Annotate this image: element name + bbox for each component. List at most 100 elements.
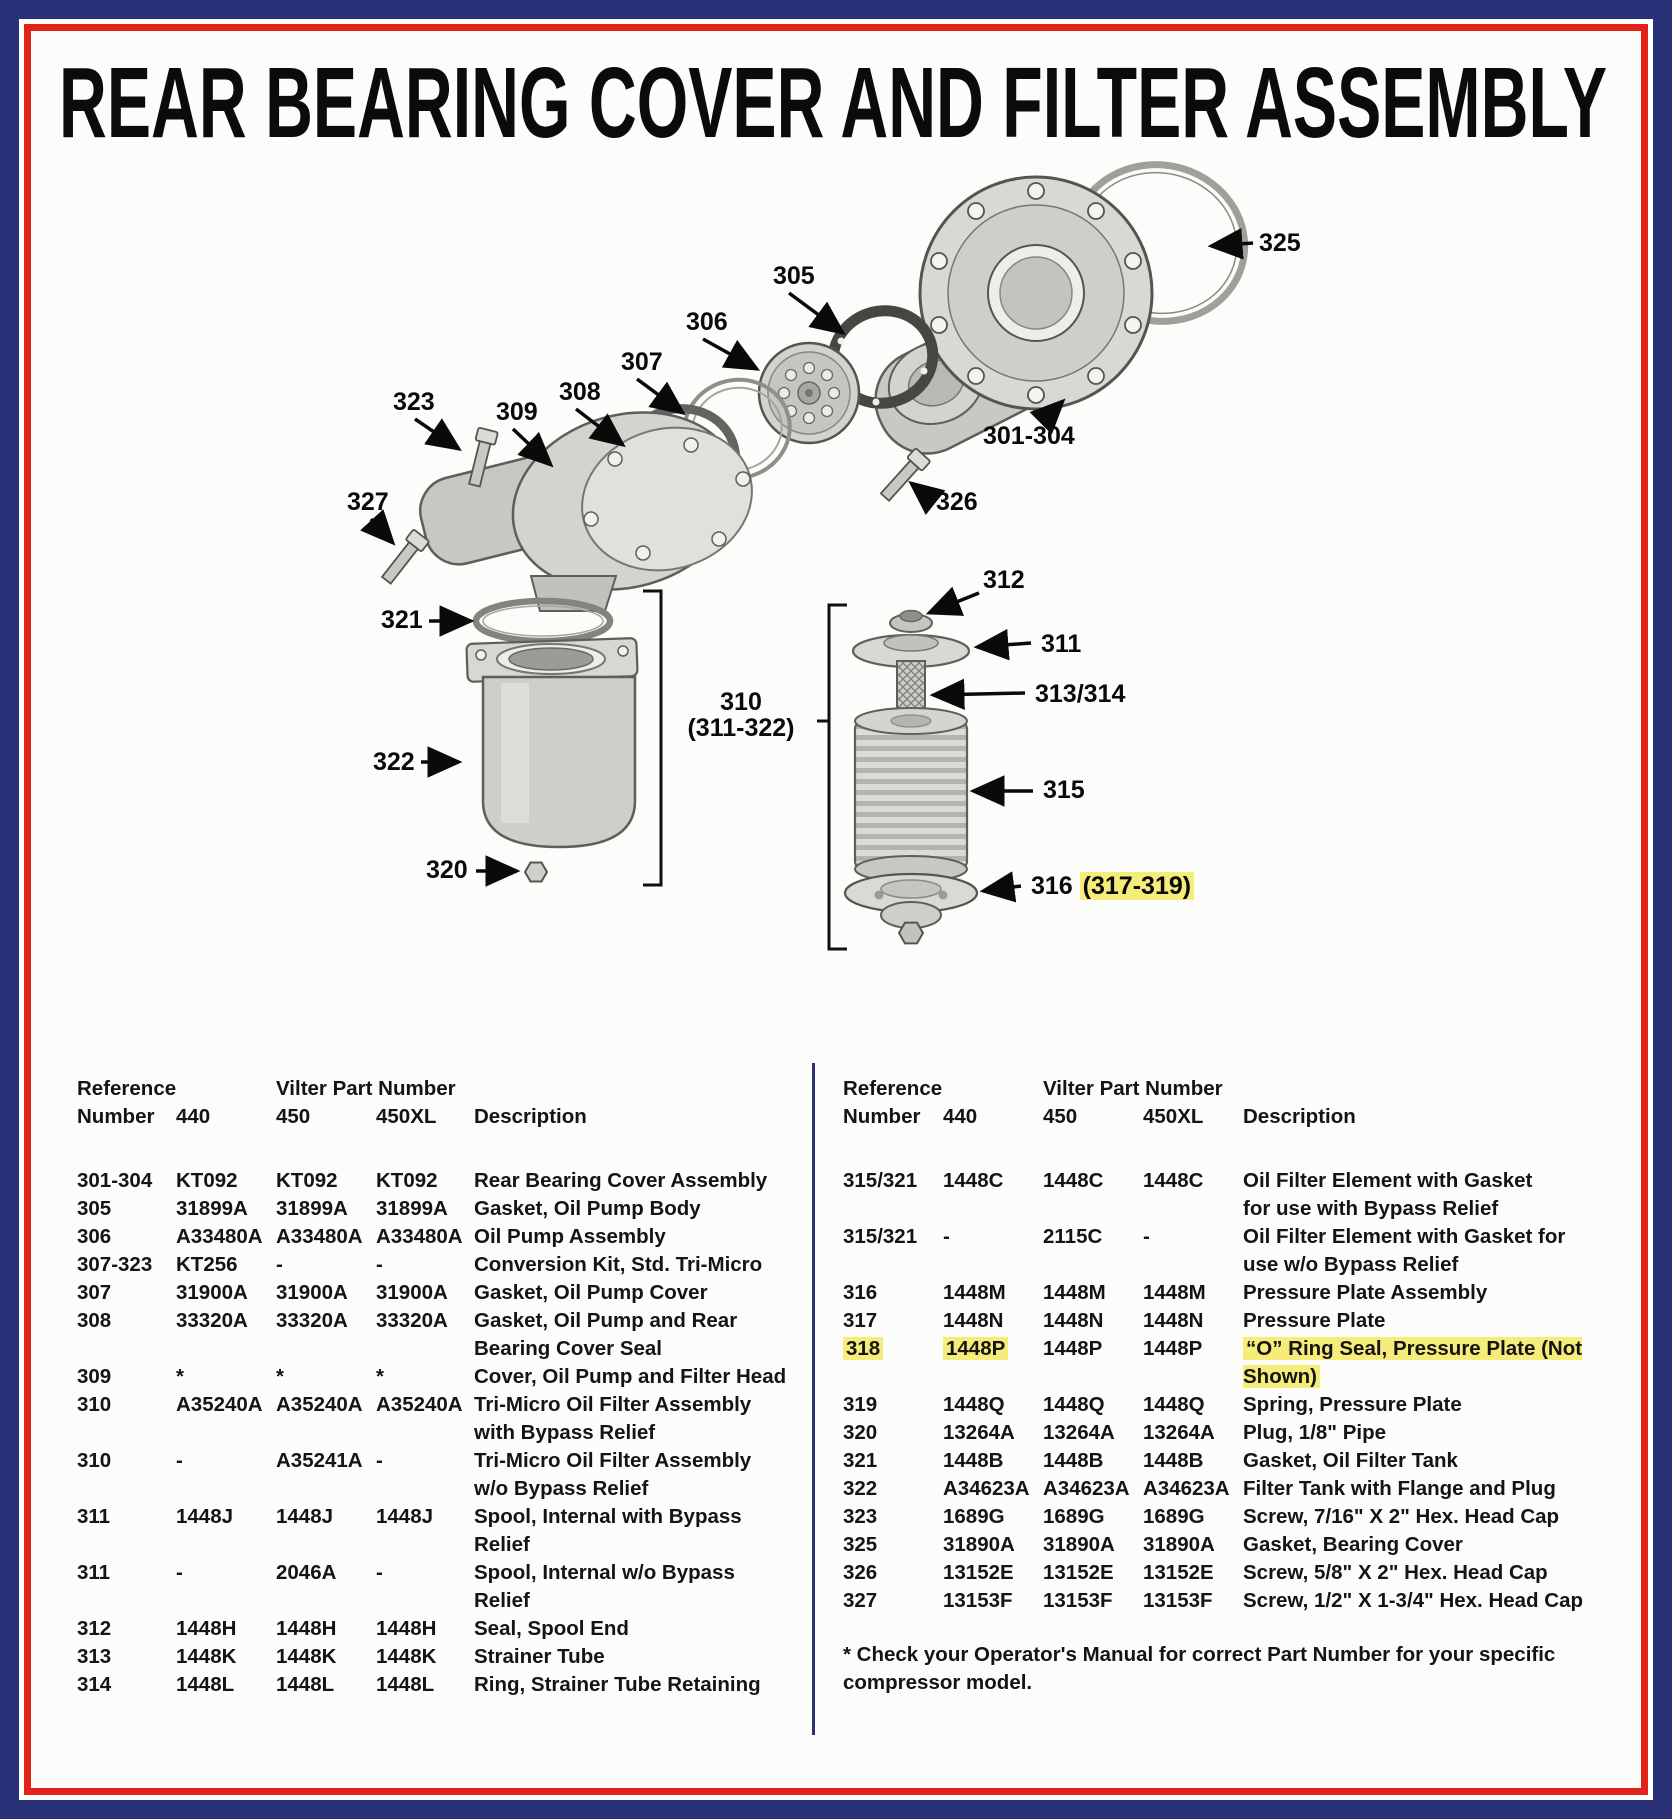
ref-cell: 314: [77, 1673, 112, 1696]
ref-cell: 317: [843, 1309, 878, 1332]
description-cell: Tri-Micro Oil Filter Assembly with Bypas…: [474, 1393, 752, 1444]
description-cell: Conversion Kit, Std. Tri-Micro: [474, 1253, 763, 1276]
ref-cell: 326: [843, 1561, 878, 1584]
col-450xl-cell: A35240A: [376, 1393, 463, 1416]
ref-cell: 310: [77, 1393, 112, 1416]
col-440-cell: 31900A: [176, 1281, 248, 1304]
col-450xl-cell: KT092: [376, 1169, 438, 1192]
col-450-cell: 13153F: [1043, 1589, 1113, 1612]
description-cell: Gasket, Bearing Cover: [1243, 1533, 1463, 1556]
col-440-cell: 1448M: [943, 1281, 1006, 1304]
part-gasket-325: [1069, 161, 1249, 325]
description-cell: Strainer Tube: [474, 1645, 605, 1668]
col-450-cell: 31900A: [276, 1281, 348, 1304]
ref-cell: 311: [77, 1561, 111, 1584]
description-cell: Spool, Internal with Bypass Relief: [474, 1505, 742, 1556]
ref-cell: 313: [77, 1645, 112, 1668]
callout-310-group: 310 (311-322): [666, 689, 816, 741]
col-450xl-cell: 1448M: [1143, 1281, 1206, 1304]
col-450-cell: 1448Q: [1043, 1393, 1105, 1416]
col-450-cell: 1448M: [1043, 1281, 1106, 1304]
column-header-vilter-part-number: Vilter Part Number: [1043, 1077, 1223, 1100]
ref-cell: 311: [77, 1505, 111, 1528]
callout-321: 321: [381, 606, 423, 634]
part-gasket-307: [682, 377, 792, 481]
ref-cell: 312: [77, 1617, 112, 1640]
col-440-cell: 31899A: [176, 1197, 248, 1220]
ref-cell: 321: [843, 1449, 878, 1472]
callout-309: 309: [496, 398, 538, 426]
callout-arrows: [360, 228, 1254, 903]
column-header-450: 450: [276, 1105, 311, 1128]
description-cell: Spool, Internal w/o Bypass Relief: [474, 1561, 735, 1612]
col-440-cell: 31890A: [943, 1533, 1015, 1556]
part-seal-312: [889, 609, 933, 633]
col-450xl-cell: 1448B: [1143, 1449, 1204, 1472]
column-header-description: Description: [474, 1105, 587, 1128]
column-header-440: 440: [176, 1105, 211, 1128]
callout-317-319-highlight: (317-319): [1079, 872, 1195, 900]
callout-315: 315: [1043, 776, 1085, 804]
description-cell: Screw, 7/16" X 2" Hex. Head Cap: [1243, 1505, 1560, 1528]
column-header-450: 450: [1043, 1105, 1078, 1128]
col-450xl-cell: A33480A: [376, 1225, 463, 1248]
col-440-cell: 1448L: [176, 1673, 235, 1696]
description-cell: Oil Filter Element with Gasket for use w…: [1243, 1225, 1566, 1276]
col-450-cell: 13264A: [1043, 1421, 1115, 1444]
part-gasket-308: [617, 404, 741, 518]
part-plug-320: [523, 861, 549, 883]
col-450xl-cell: -: [376, 1253, 383, 1276]
description-cell: Ring, Strainer Tube Retaining: [474, 1673, 761, 1696]
col-450-cell: 1689G: [1043, 1505, 1105, 1528]
callout-312: 312: [983, 566, 1025, 594]
col-450xl-cell: 33320A: [376, 1309, 448, 1332]
ref-cell: 307: [77, 1281, 112, 1304]
ref-cell: 318: [843, 1335, 943, 1391]
col-450-cell: A35240A: [276, 1393, 363, 1416]
col-450xl-cell: -: [376, 1561, 383, 1584]
description-cell: Gasket, Oil Pump Cover: [474, 1281, 708, 1304]
bracket-310-group: [643, 589, 847, 951]
col-450-cell: A33480A: [276, 1225, 363, 1248]
ref-cell: 316: [843, 1281, 878, 1304]
table-row: 315/321-2115C-Oil Filter Element with Ga…: [843, 1223, 1633, 1279]
column-header-450xl: 450XL: [376, 1105, 437, 1128]
part-strainer-313-314: [896, 660, 926, 724]
description-cell: Tri-Micro Oil Filter Assembly w/o Bypass…: [474, 1449, 752, 1500]
col-450xl-cell: 1448H: [376, 1617, 437, 1640]
col-440-cell: -: [943, 1225, 950, 1248]
column-header-description: Description: [1243, 1105, 1356, 1128]
col-450xl-cell: 1448K: [376, 1645, 437, 1668]
callout-316-317-319: 316 (317-319): [1031, 872, 1195, 900]
column-header-vilter-part-number: Vilter Part Number: [276, 1077, 456, 1100]
description-cell: Rear Bearing Cover Assembly: [474, 1169, 768, 1192]
col-450xl-cell: 1448N: [1143, 1309, 1204, 1332]
col-440-cell: 1448K: [176, 1645, 237, 1668]
col-450xl-cell: 1448L: [376, 1673, 435, 1696]
column-header-reference: Reference: [77, 1077, 177, 1100]
callout-325: 325: [1259, 229, 1301, 257]
description-cell: Filter Tank with Flange and Plug: [1243, 1477, 1556, 1500]
description-cell: Screw, 5/8" X 2" Hex. Head Cap: [1243, 1561, 1548, 1584]
part-gasket-305: [827, 305, 939, 409]
col-450xl-cell: 13153F: [1143, 1589, 1213, 1612]
description-cell: Seal, Spool End: [474, 1617, 629, 1640]
part-oil-pump-306: [757, 341, 861, 445]
callout-301-304: 301-304: [983, 422, 1075, 450]
ref-cell: 301-304: [77, 1169, 153, 1192]
description-cell: Pressure Plate Assembly: [1243, 1281, 1488, 1304]
part-screw-323: [468, 426, 499, 488]
